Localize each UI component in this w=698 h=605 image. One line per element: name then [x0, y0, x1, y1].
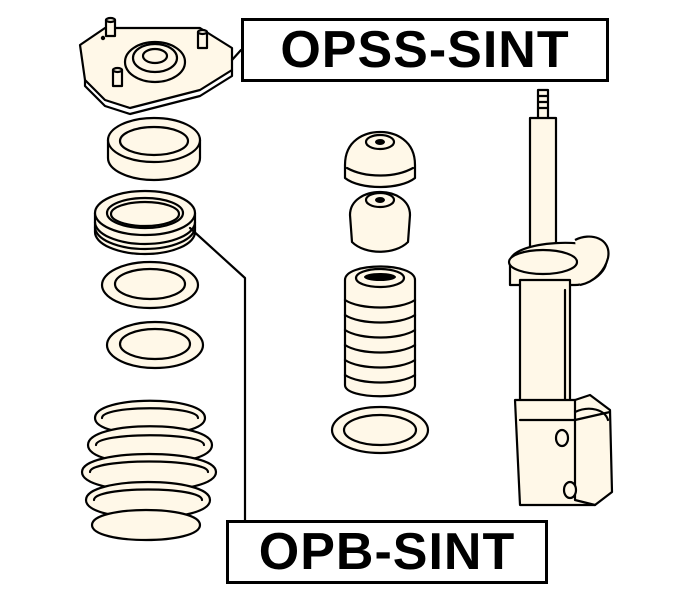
part-label-opss: OPSS-SINT [241, 18, 609, 82]
leader-line-opb [188, 226, 247, 524]
boot-washer [330, 405, 430, 455]
bearing-opb [93, 189, 197, 256]
leader-line-opss [230, 48, 243, 62]
dust-boot [343, 265, 417, 398]
shock-absorber [507, 88, 614, 507]
strut-mount-plate [78, 16, 234, 116]
coil-spring [80, 399, 218, 542]
part-label-opb: OPB-SINT [226, 520, 548, 584]
bump-stop-lower [348, 190, 412, 253]
bump-stop-upper [343, 130, 417, 188]
spring-seat-lower [105, 320, 205, 370]
spring-seat-upper [100, 260, 200, 310]
bearing-ring-upper [106, 116, 202, 182]
